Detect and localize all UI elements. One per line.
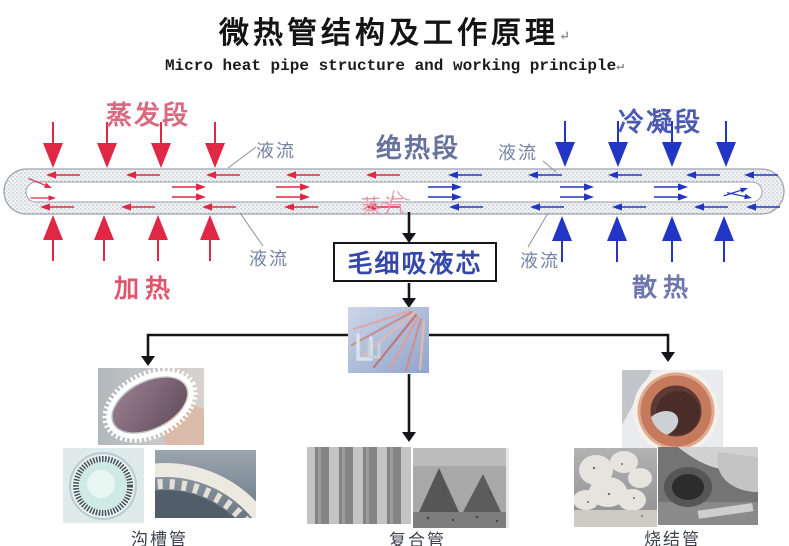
photo-sintered-sem-closeup	[658, 447, 758, 525]
liquid-flow-label: 液流	[498, 143, 538, 163]
photo-grooved-tube-ellipse	[98, 368, 204, 445]
photo-composite-tube-stripes	[307, 447, 411, 524]
adiabatic-section-label: 绝热段	[376, 134, 461, 163]
capillary-wick-label: 毛细吸液芯	[347, 251, 483, 278]
photo-grooved-tube-cross-section	[63, 448, 144, 523]
photo-heat-pipe-samples	[348, 307, 429, 373]
paragraph-mark-icon: ↵	[616, 58, 625, 74]
heating-label: 加热	[114, 276, 177, 303]
vapor-scribble	[365, 189, 411, 211]
leader-lines	[227, 146, 557, 248]
page-title-text: 微热管结构及工作原理	[219, 17, 560, 50]
page-subtitle-text: Micro heat pipe structure and working pr…	[164, 57, 617, 75]
liquid-flow-label: 液流	[249, 249, 289, 269]
photo-grooved-tube-teeth-closeup	[155, 450, 256, 518]
grooved-tube-caption: 沟槽管	[131, 530, 188, 546]
sintered-tube-caption: 烧结管	[644, 530, 701, 546]
photo-sintered-tube-end	[622, 370, 723, 450]
composite-tube-caption: 复合管	[389, 531, 446, 546]
paragraph-mark-icon: ↵	[559, 28, 570, 44]
capillary-wick-box: 毛细吸液芯	[333, 242, 497, 282]
vapor-label: 蒸汽	[360, 195, 408, 219]
photo-composite-tube-grooves	[413, 448, 509, 528]
connector-arrows	[146, 212, 670, 433]
page-title: 微热管结构及工作原理↵	[0, 8, 789, 52]
liquid-flow-label: 液流	[520, 251, 560, 271]
cooling-label: 散热	[632, 275, 695, 302]
evaporation-section-label: 蒸发段	[106, 101, 191, 130]
liquid-flow-label: 液流	[256, 141, 296, 161]
condensation-section-label: 冷凝段	[618, 108, 703, 137]
page-subtitle: Micro heat pipe structure and working pr…	[0, 57, 789, 75]
photo-sintered-particles	[574, 448, 657, 527]
